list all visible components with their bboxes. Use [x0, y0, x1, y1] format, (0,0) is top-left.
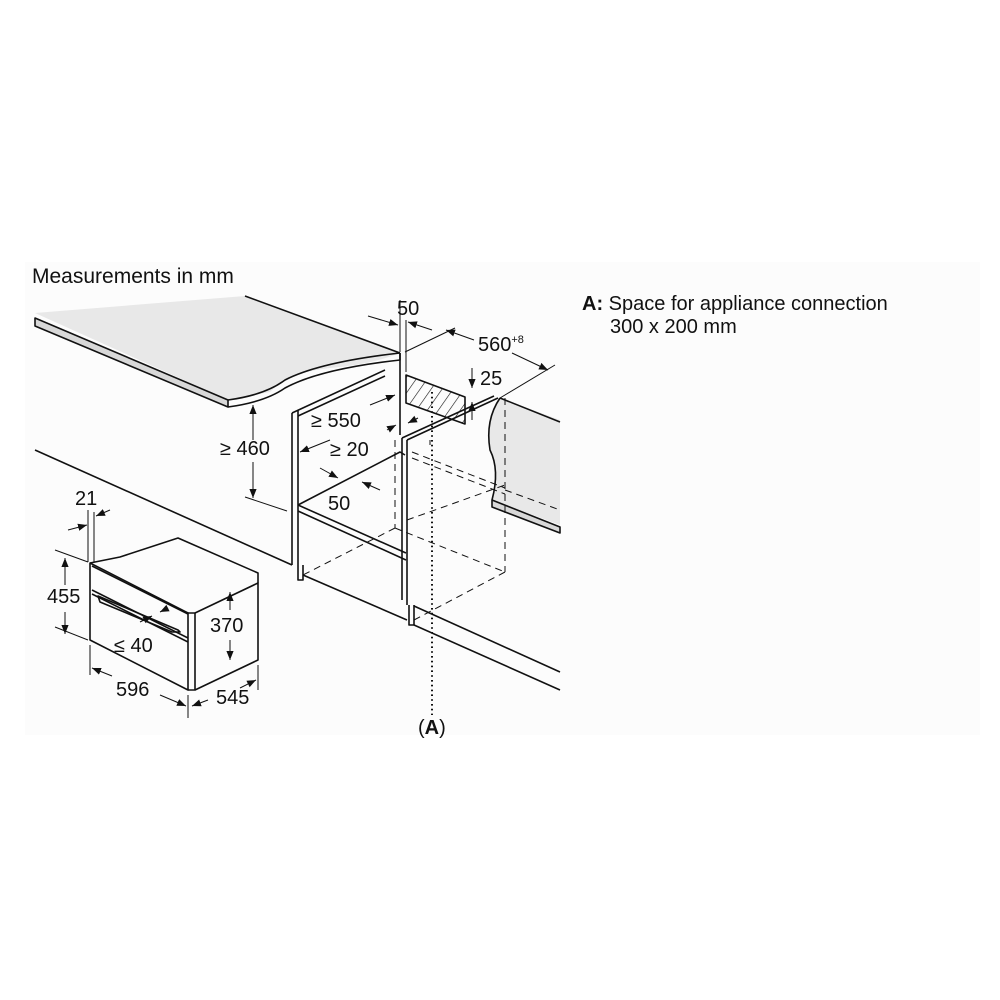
cabinet-left-panel	[291, 369, 386, 581]
niche-shelf	[297, 451, 407, 561]
dim-top-offset: 25	[480, 368, 502, 390]
dim-door-protrusion: ≤ 40	[114, 635, 153, 657]
dim-shelf-inset: 50	[328, 493, 350, 515]
dim-cabinet-depth-tolerance: +8	[511, 334, 524, 346]
dim-cabinet-depth: 560+8	[478, 334, 524, 356]
legend-key: A:	[582, 293, 604, 315]
legend-line-1: A: Space for appliance connection	[582, 293, 888, 316]
diagram-title: Measurements in mm	[32, 265, 234, 288]
connection-area-hatch	[405, 374, 466, 425]
dim-appliance-height: 455	[47, 586, 80, 608]
dim-appliance-depth: 545	[216, 687, 249, 709]
dim-cabinet-depth-value: 560	[478, 334, 511, 356]
dimension-lines	[54, 300, 556, 718]
dim-min-depth: ≥ 550	[311, 410, 361, 432]
legend: A: Space for appliance connection 300 x …	[582, 293, 888, 339]
floor-lines	[34, 449, 561, 691]
left-countertop	[34, 295, 401, 408]
dim-min-rear-gap: ≥ 20	[330, 439, 369, 461]
legend-size: 300 x 200 mm	[610, 316, 737, 338]
cabinet-right-panel	[401, 395, 499, 626]
callout-a-label: (A)	[418, 717, 446, 739]
dim-front-panel: 21	[75, 488, 97, 510]
dim-appliance-width: 596	[116, 679, 149, 701]
dimension-labels: 50 560+8 25 ≥ 550 ≥ 460 ≥ 20 50 21 455 3…	[47, 298, 524, 739]
hidden-lines	[302, 398, 561, 621]
legend-description: Space for appliance connection	[608, 293, 888, 315]
right-countertop	[487, 397, 561, 534]
oven-appliance	[89, 537, 259, 691]
callout-a-letter: A	[425, 717, 439, 739]
dim-body-height: 370	[210, 615, 243, 637]
dim-top-gap: 50	[397, 298, 419, 320]
dim-min-height: ≥ 460	[220, 438, 270, 460]
